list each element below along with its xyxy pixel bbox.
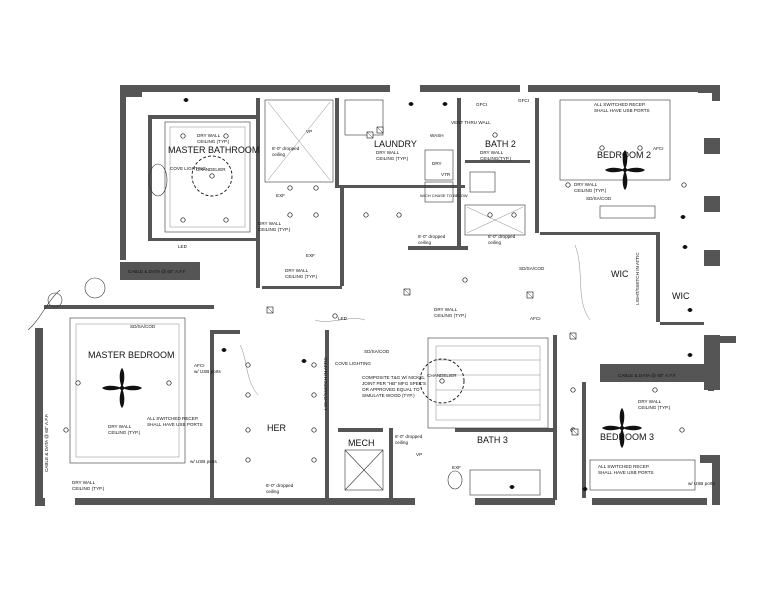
- note-ceiling: CEILING (TYP.): [434, 313, 467, 318]
- note-dropped: 8'-0" dropped: [418, 234, 446, 239]
- annotations: DRY WALL CEILING (TYP.) CHANDELIER COVE …: [44, 98, 716, 494]
- ceiling-fan-master-bedroom: [102, 368, 142, 408]
- note-sd-sa-cod: SD/SA/COD: [130, 324, 156, 329]
- note-light-switch-attic: LIGHT/SWITCH IN ATTIC: [635, 252, 640, 305]
- fixtures: [27, 99, 696, 496]
- room-label-bath2: BATH 2: [485, 139, 516, 149]
- note-gfci: GFCI: [476, 102, 487, 107]
- note-cable-data: CABLE & DATA @ 60" A.F.F.: [44, 414, 49, 472]
- room-label-laundry: LAUNDRY: [374, 139, 417, 149]
- note-usb-ports: w/ USB ports: [190, 459, 218, 464]
- note-light-switch-attic: LIGHT/SWITCH IN ATTIC: [323, 357, 328, 410]
- note-ceiling: CEILING (TYP.): [197, 139, 230, 144]
- note-ceiling: CEILING (TYP.): [376, 156, 409, 161]
- note-gfci: GFCI: [518, 98, 529, 103]
- note-dropped-ceiling: ceiling: [488, 240, 501, 245]
- note-exf: EXF: [276, 193, 285, 198]
- note-usb-ports: SHALL HAVE USB PORTS: [598, 470, 654, 475]
- note-afci: AFCI: [194, 363, 204, 368]
- note-sd-sa-cod: SD/SA/COD: [519, 266, 545, 271]
- note-drywall: DRY WALL: [108, 424, 132, 429]
- note-cable-data: CABLE & DATA @ 60" A.F.F.: [128, 269, 186, 274]
- room-label-bedroom3: BEDROOM 3: [600, 432, 654, 442]
- note-drywall: DRY WALL: [72, 480, 96, 485]
- chandelier-icon: [439, 378, 445, 384]
- note-usb-ports: w/ USB ports: [688, 481, 716, 486]
- room-label-bath3: BATH 3: [477, 435, 508, 445]
- room-label-mech: MECH: [348, 438, 375, 448]
- note-ceiling: CEILING (TYP.): [108, 430, 141, 435]
- note-sd-sa-cod: SD/SA/COD: [586, 196, 612, 201]
- note-drywall: DRY WALL: [376, 150, 400, 155]
- note-vent: VENT THRU WALL: [451, 120, 491, 125]
- note-afci: AFCI: [530, 316, 540, 321]
- note-ceiling: CEILING (TYP.): [72, 486, 105, 491]
- room-label-master-bedroom: MASTER BEDROOM: [88, 350, 175, 360]
- note-drywall: DRY WALL: [574, 182, 598, 187]
- interior-partitions: [44, 98, 704, 500]
- note-exf: EXF: [452, 465, 461, 470]
- note-switched-recep: ALL SWITCHED RECEP.: [594, 102, 646, 107]
- ceiling-fan-bedroom3: [602, 408, 642, 448]
- note-cable-data: CABLE & DATA @ 60" A.F.F.: [618, 373, 676, 378]
- chandelier-circle-bath: [191, 155, 233, 197]
- note-usb-ports: SHALL HAVE USB PORTS: [594, 108, 650, 113]
- note-usb-ports: SHALL HAVE USB PORTS: [147, 422, 203, 427]
- note-led: LED: [178, 244, 188, 249]
- room-label-her: HER: [267, 423, 287, 433]
- note-dryer: DRY: [432, 161, 442, 166]
- note-ceiling: CEILING (TYP.): [574, 188, 607, 193]
- note-drywall: DRY WALL: [258, 221, 282, 226]
- note-dropped-ceiling: ceiling: [418, 240, 431, 245]
- room-label-master-bathroom: MASTER BATHROOM: [168, 145, 259, 155]
- chandelier-icon: [209, 173, 215, 179]
- note-switched-recep: ALL SWITCHED RECEP.: [598, 464, 650, 469]
- note-chandelier: CHANDELIER: [427, 373, 457, 378]
- note-usb-ports: w/ USB ports: [194, 369, 222, 374]
- note-ceiling: CEILING(TYP.): [480, 156, 512, 161]
- note-chase: W/CH CHASE TO BELOW: [420, 193, 468, 198]
- note-led: LED: [338, 316, 348, 321]
- chandelier-circle-hall: [419, 358, 465, 404]
- note-exf: EXF: [306, 253, 315, 258]
- note-vtr: VTR: [441, 172, 451, 177]
- note-dropped: 8'-0" dropped: [266, 483, 294, 488]
- note-composite: JOINT PER "HB" MFG SPEC'S: [362, 381, 426, 386]
- note-dropped-ceiling: ceiling: [266, 489, 279, 494]
- note-drywall: DRY WALL: [434, 307, 458, 312]
- note-ceiling: CEILING (TYP.): [285, 274, 318, 279]
- note-ceiling: CEILING (TYP.): [258, 227, 291, 232]
- note-dropped-ceiling: ceiling: [395, 440, 408, 445]
- note-dropped: 8'-0" dropped: [395, 434, 423, 439]
- note-cove-lighting: COVE LIGHTING: [335, 361, 371, 366]
- note-drywall: DRY WALL: [197, 133, 221, 138]
- note-composite: SIMULATE WOOD (TYP.): [362, 393, 415, 398]
- note-vp: VP: [306, 129, 312, 134]
- note-wash: WASH: [430, 133, 444, 138]
- note-sd-sa-cod: SD/SA/COD: [364, 349, 390, 354]
- note-vp: VP: [416, 452, 422, 457]
- exterior-walls: [35, 85, 736, 506]
- note-dropped: 8'-0" dropped: [272, 146, 300, 151]
- note-composite: COMPOSITE T&G W/ NICKEL: [362, 375, 425, 380]
- note-afci: AFCI: [653, 146, 663, 151]
- note-switched-recep: ALL SWITCHED RECEP.: [147, 416, 199, 421]
- note-cove-lighting: COVE LIGHTING: [170, 166, 206, 171]
- note-drywall: DRY WALL: [638, 399, 662, 404]
- square-devices: [266, 126, 579, 436]
- note-ceiling: CEILING (TYP.): [638, 405, 671, 410]
- note-dropped-ceiling: ceiling: [272, 152, 285, 157]
- note-drywall: DRY WALL: [285, 268, 309, 273]
- room-label-wic: WIC: [672, 291, 690, 301]
- note-drywall: DRY WALL: [480, 150, 504, 155]
- room-label-bedroom2: BEDROOM 2: [597, 150, 651, 160]
- note-composite: OR APPROVED EQUAL TO: [362, 387, 420, 392]
- note-dropped: 8'-0" dropped: [488, 234, 516, 239]
- room-label-wic: WIC: [611, 269, 629, 279]
- note-chandelier: CHANDELIER: [196, 167, 226, 172]
